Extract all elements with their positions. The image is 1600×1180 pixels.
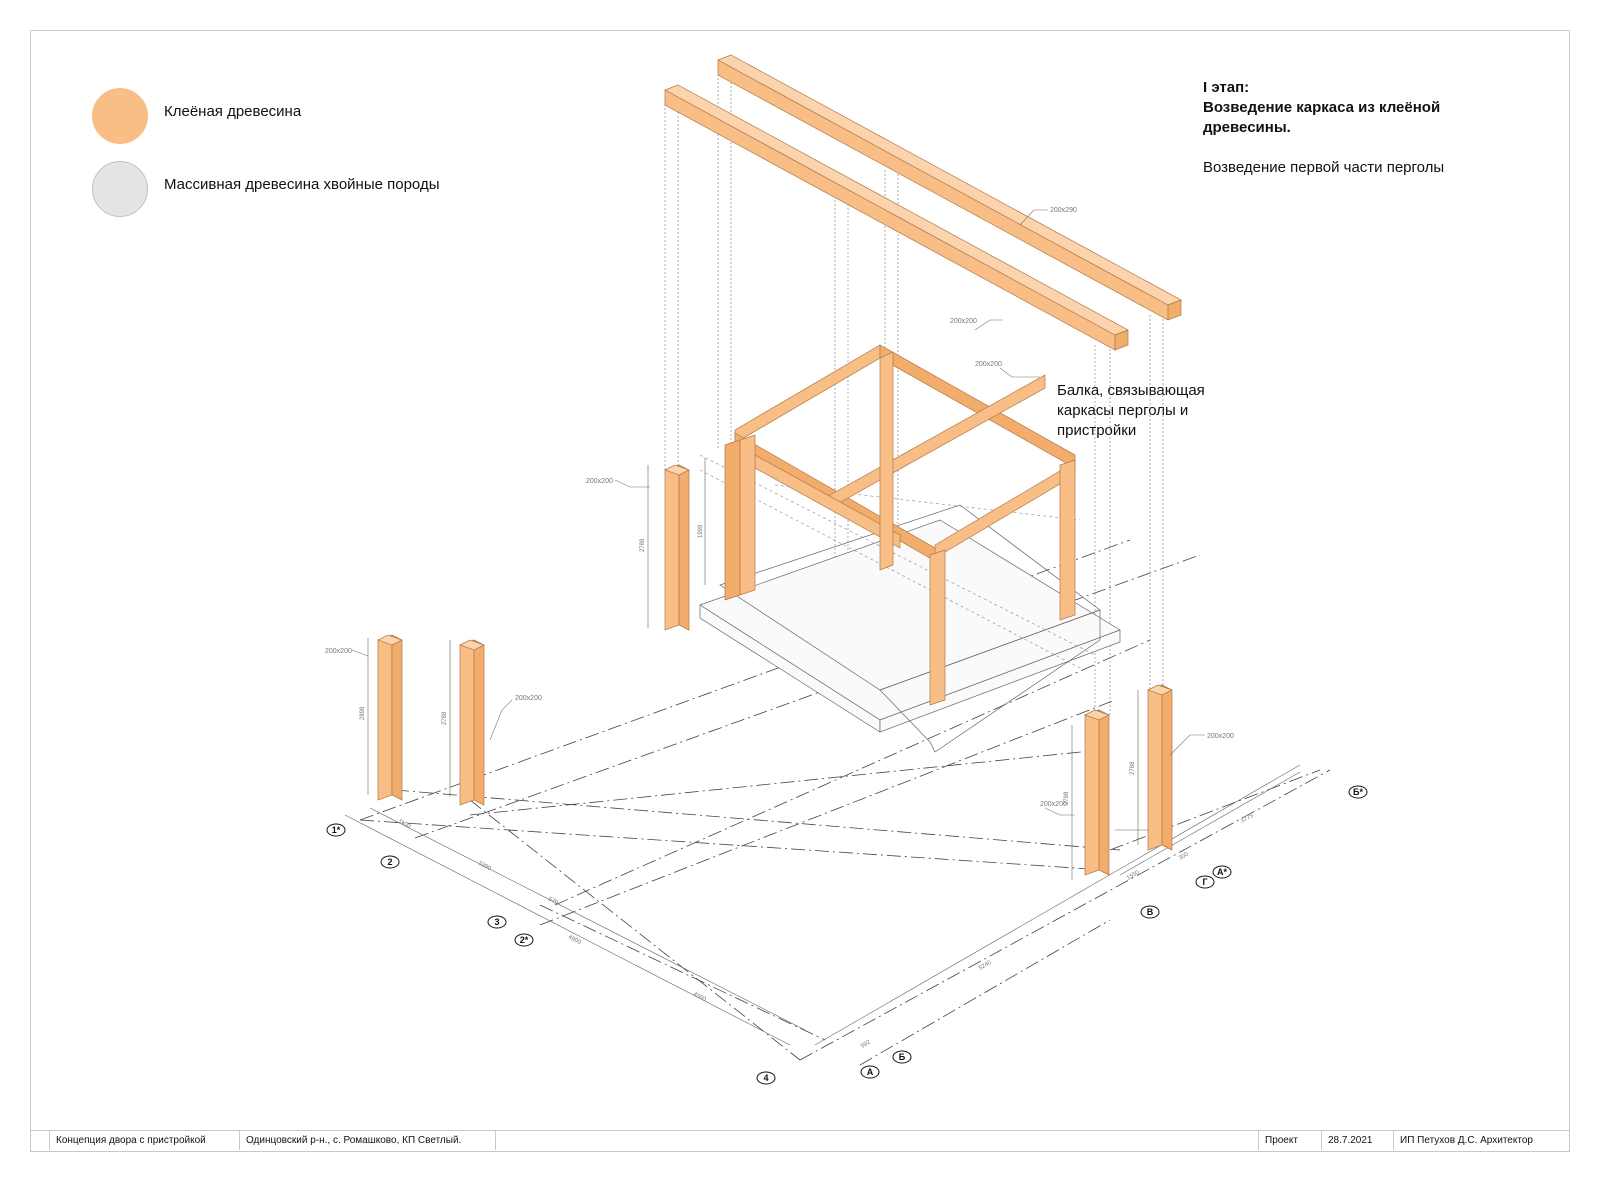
svg-text:1100: 1100 <box>397 818 412 830</box>
svg-text:2788: 2788 <box>442 711 448 725</box>
svg-text:2898: 2898 <box>360 706 366 720</box>
project-name: Концепция двора с пристройкой <box>50 1131 240 1150</box>
stage-description: Возведение каркаса из клеёной древесины. <box>1203 99 1441 136</box>
axis-marker: В <box>1140 905 1160 919</box>
section-label: 200x200 <box>1040 801 1067 808</box>
axis-marker: 3 <box>487 915 507 929</box>
section-label: 200x200 <box>586 478 613 485</box>
svg-text:2788: 2788 <box>640 538 646 552</box>
svg-text:А: А <box>867 1067 874 1077</box>
svg-text:3775: 3775 <box>1240 813 1255 825</box>
stage-subtitle: Возведение первой части перголы <box>1203 159 1445 176</box>
dimension-lines <box>344 458 1301 1046</box>
svg-text:В: В <box>1147 907 1154 917</box>
svg-text:4: 4 <box>763 1073 768 1083</box>
svg-text:2: 2 <box>387 857 392 867</box>
svg-text:300: 300 <box>1178 851 1190 862</box>
svg-text:2788: 2788 <box>1064 791 1070 805</box>
beam-callout: Балка, связывающая каркасы перголы и при… <box>1057 382 1205 439</box>
svg-text:Б: Б <box>899 1052 906 1062</box>
title-block: Концепция двора с пристройкой Одинцовски… <box>30 1130 1570 1150</box>
axis-marker: 2 <box>380 855 400 869</box>
project-stage: Проект <box>1258 1131 1322 1150</box>
project-author: ИП Петухов Д.С. Архитектор <box>1400 1135 1533 1146</box>
section-label: 200x200 <box>975 361 1002 368</box>
posts <box>377 464 1173 876</box>
legend-label-solid-wood: Массивная древесина хвойные породы <box>164 176 440 193</box>
svg-text:592: 592 <box>860 1039 872 1050</box>
stage-heading: I этап: Возведение каркаса из клеёной др… <box>1203 78 1523 178</box>
drawing-sheet <box>30 30 1570 1152</box>
foundation-slab <box>699 504 1121 753</box>
axis-marker: 1* <box>326 823 346 837</box>
svg-text:2788: 2788 <box>1130 761 1136 775</box>
svg-text:А*: А* <box>1217 867 1227 877</box>
axis-marker: 2* <box>514 933 534 947</box>
svg-text:1*: 1* <box>332 825 341 835</box>
axis-marker: 4 <box>756 1071 776 1085</box>
project-address: Одинцовский р-н., с. Ромашково, КП Светл… <box>240 1131 496 1150</box>
axis-markers: 1* 2 3 2* 4 А Б В Г А* Б* <box>326 785 1368 1085</box>
svg-text:2*: 2* <box>520 935 529 945</box>
legend-swatch-solid-wood <box>92 161 148 217</box>
section-label: 200x200 <box>325 648 352 655</box>
section-label: 200x200 <box>515 695 542 702</box>
svg-text:1999: 1999 <box>698 524 704 538</box>
svg-text:570: 570 <box>547 896 559 906</box>
legend-swatch-glulam <box>92 88 148 144</box>
svg-text:3: 3 <box>494 917 499 927</box>
stage-title: I этап: <box>1203 79 1250 96</box>
axis-marker: Г <box>1195 875 1215 889</box>
svg-text:4900: 4900 <box>567 934 582 946</box>
svg-text:2200: 2200 <box>477 860 492 872</box>
addition-frame <box>724 344 1076 706</box>
svg-text:4500: 4500 <box>692 991 707 1003</box>
legend-label-glulam: Клеёная древесина <box>164 103 302 120</box>
section-label: 200x200 <box>950 318 977 325</box>
axis-marker: Б* <box>1348 785 1368 799</box>
svg-text:Б*: Б* <box>1353 787 1363 797</box>
project-date: 28.7.2021 <box>1322 1131 1394 1150</box>
svg-text:1550: 1550 <box>1126 870 1141 882</box>
section-label: 200x200 <box>1207 733 1234 740</box>
axis-marker: А <box>860 1065 880 1079</box>
svg-text:Г: Г <box>1202 877 1207 887</box>
axis-marker: А* <box>1212 865 1232 879</box>
section-label: 200x290 <box>1050 207 1077 214</box>
axis-marker: Б <box>892 1050 912 1064</box>
pergola-top-beams <box>664 54 1182 351</box>
grid-lines <box>359 539 1331 1066</box>
